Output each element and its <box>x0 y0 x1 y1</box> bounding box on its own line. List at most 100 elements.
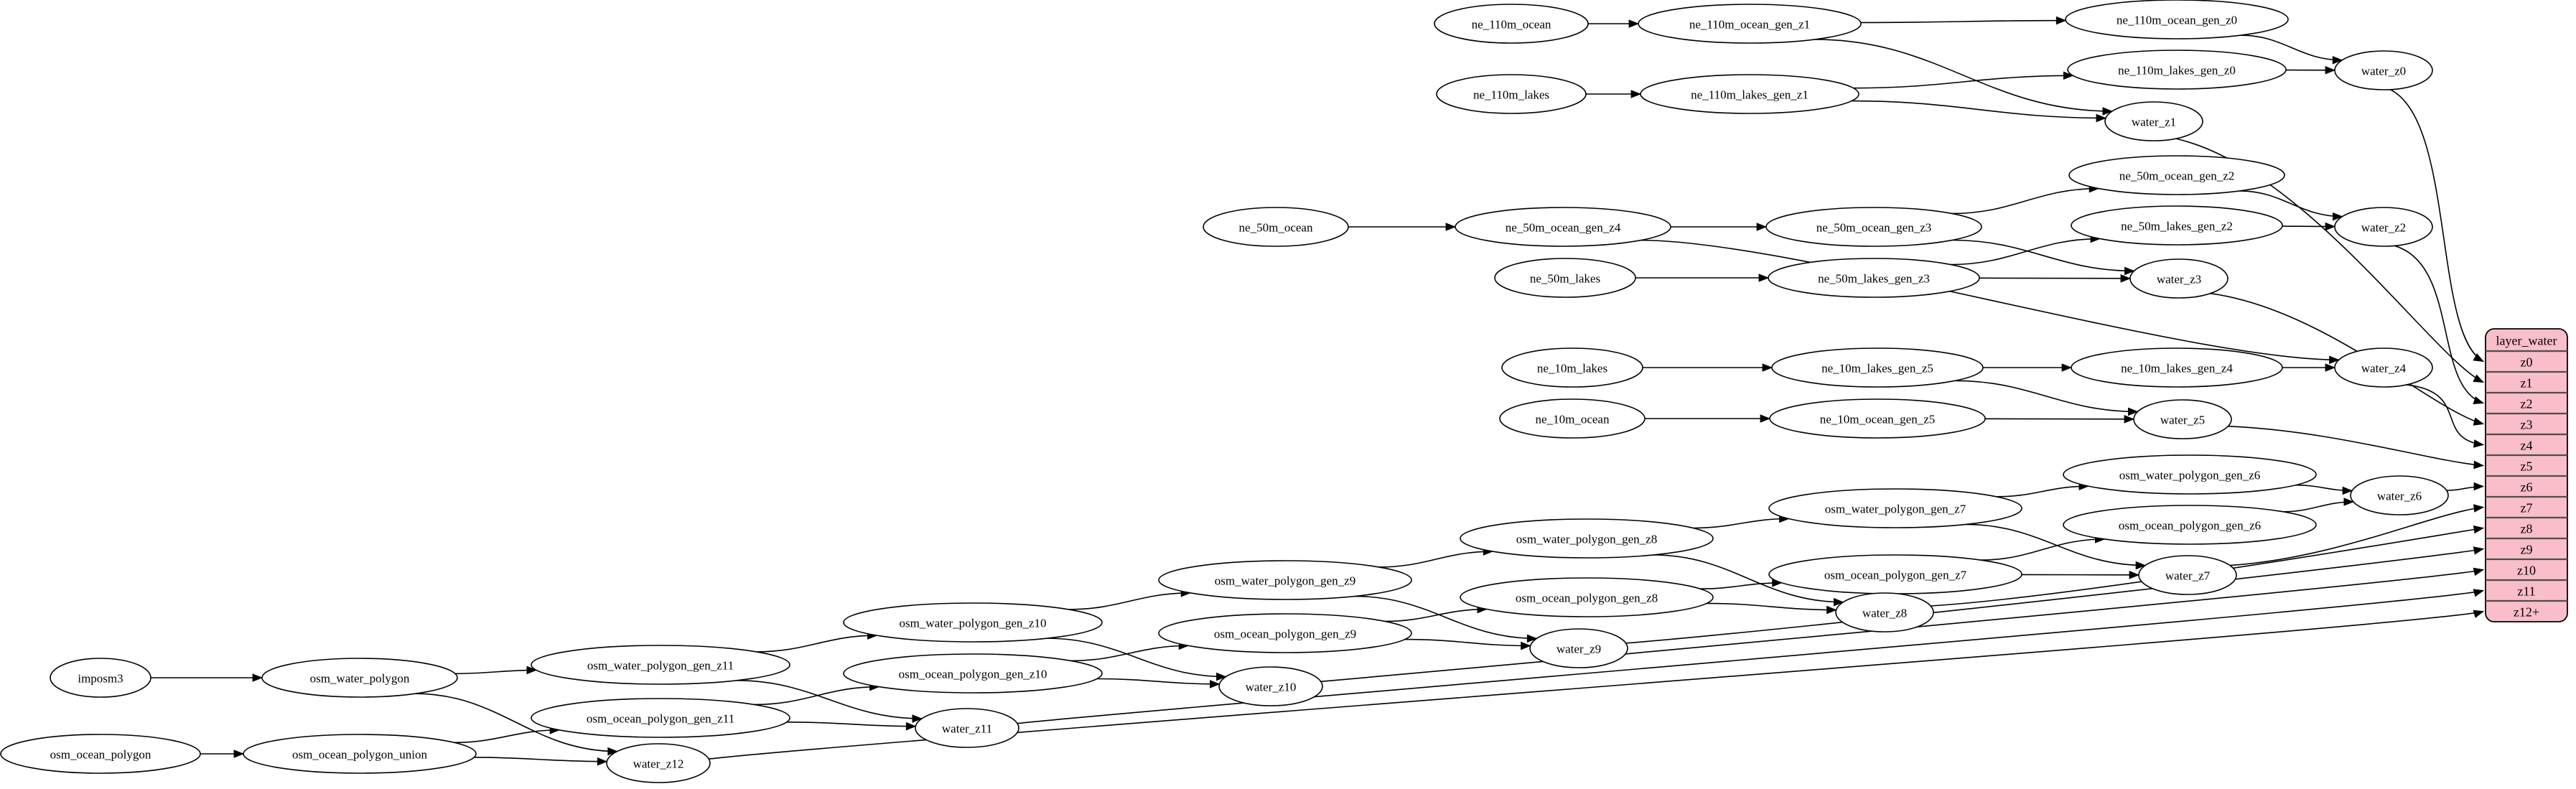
edge-ne_50m_ocean_gen_z4-to-water_z4 <box>1641 239 2339 361</box>
node-shape <box>2071 205 2283 246</box>
node-ne_10m_ocean_gen_z5[interactable]: ne_10m_ocean_gen_z5 <box>1769 398 1986 439</box>
node-shape <box>2071 347 2283 388</box>
node-osm_water_polygon_gen_z8[interactable]: osm_water_polygon_gen_z8 <box>1460 518 1714 559</box>
node-label: water_z10 <box>1246 681 1297 694</box>
layer-water-row-z9[interactable]: z9 <box>2521 543 2533 557</box>
nodes-layer: ne_110m_ocean ne_110m_ocean_gen_z1 ne_110m… <box>0 0 2449 783</box>
node-ne_110m_ocean_gen_z0[interactable]: ne_110m_ocean_gen_z0 <box>2065 0 2289 39</box>
node-label: osm_water_polygon_gen_z7 <box>1825 503 1966 516</box>
edge-osm_ocean_polygon_gen_z9-to-osm_ocean_polygon_gen_z8 <box>1385 608 1487 622</box>
node-osm_ocean_polygon_gen_z11[interactable]: osm_ocean_polygon_gen_z11 <box>531 698 790 738</box>
edge-water_z12-to-layer_water.z12plus <box>709 610 2484 760</box>
edge-osm_water_polygon_gen_z9-to-osm_water_polygon_gen_z8 <box>1378 551 1493 568</box>
layer-water-row-z10[interactable]: z10 <box>2517 564 2536 578</box>
layer-water-row-z1[interactable]: z1 <box>2521 376 2533 391</box>
node-ne_50m_lakes_gen_z3[interactable]: ne_50m_lakes_gen_z3 <box>1768 258 1980 298</box>
edge-ne_110m_ocean_gen_z0-to-water_z0 <box>2241 34 2343 61</box>
node-water_z11[interactable]: water_z11 <box>915 708 1019 748</box>
node-ne_10m_lakes_gen_z5[interactable]: ne_10m_lakes_gen_z5 <box>1771 347 1984 388</box>
edge-arrowhead <box>2128 407 2139 416</box>
node-water_z8[interactable]: water_z8 <box>1835 592 1934 632</box>
node-water_z7[interactable]: water_z7 <box>2138 555 2237 595</box>
node-osm_ocean_polygon_gen_z6[interactable]: osm_ocean_polygon_gen_z6 <box>2063 505 2317 545</box>
edge-arrowhead <box>2061 363 2073 372</box>
node-ne_50m_ocean[interactable]: ne_50m_ocean <box>1203 207 1349 247</box>
edge-ne_110m_ocean_gen_z1-to-water_z1 <box>1814 39 2112 112</box>
edge-arrowhead <box>2129 571 2140 579</box>
layer-water-row-z11[interactable]: z11 <box>2517 584 2535 599</box>
node-osm_ocean_polygon[interactable]: osm_ocean_polygon <box>0 734 201 774</box>
node-water_z4[interactable]: water_z4 <box>2334 347 2433 388</box>
node-osm_water_polygon_gen_z10[interactable]: osm_water_polygon_gen_z10 <box>843 602 1103 643</box>
node-osm_water_polygon_gen_z9[interactable]: osm_water_polygon_gen_z9 <box>1158 560 1412 600</box>
node-osm_water_polygon_gen_z6[interactable]: osm_water_polygon_gen_z6 <box>2063 454 2317 495</box>
node-label: ne_50m_lakes_gen_z3 <box>1818 272 1930 286</box>
node-water_z9[interactable]: water_z9 <box>1529 628 1628 668</box>
node-shape <box>1835 592 1934 632</box>
node-ne_50m_ocean_gen_z2[interactable]: ne_50m_ocean_gen_z2 <box>2068 155 2285 195</box>
node-water_z5[interactable]: water_z5 <box>2133 399 2232 439</box>
node-label: ne_50m_ocean_gen_z3 <box>1816 221 1932 235</box>
node-shape <box>2104 101 2203 141</box>
node-shape <box>2067 50 2287 90</box>
node-ne_110m_ocean[interactable]: ne_110m_ocean <box>1434 4 1589 44</box>
edge-arrowhead <box>2473 525 2485 534</box>
node-shape <box>1499 398 1646 439</box>
node-label: water_z8 <box>1862 607 1907 620</box>
node-ne_50m_lakes_gen_z2[interactable]: ne_50m_lakes_gen_z2 <box>2071 205 2283 246</box>
node-osm_ocean_polygon_gen_z10[interactable]: osm_ocean_polygon_gen_z10 <box>843 653 1103 694</box>
edge-arrowhead <box>2473 546 2485 555</box>
node-label: water_z0 <box>2361 65 2406 78</box>
edge-osm_ocean_polygon_union-to-osm_ocean_polygon_gen_z11 <box>454 729 560 744</box>
node-osm_ocean_polygon_gen_z7[interactable]: osm_ocean_polygon_gen_z7 <box>1768 554 2022 594</box>
node-label: ne_50m_lakes_gen_z2 <box>2121 220 2233 233</box>
node-ne_110m_lakes_gen_z1[interactable]: ne_110m_lakes_gen_z1 <box>1640 74 1859 114</box>
node-ne_50m_ocean_gen_z3[interactable]: ne_50m_ocean_gen_z3 <box>1765 207 1982 247</box>
edge-osm_water_polygon_gen_z7-to-osm_water_polygon_gen_z6 <box>1996 485 2089 498</box>
edge-arrowhead <box>1526 634 1538 643</box>
layer-water-row-z5[interactable]: z5 <box>2521 459 2533 474</box>
edge-arrowhead <box>1630 90 1642 98</box>
node-water_z1[interactable]: water_z1 <box>2104 101 2203 141</box>
node-ne_10m_lakes_gen_z4[interactable]: ne_10m_lakes_gen_z4 <box>2071 347 2283 388</box>
node-shape <box>2065 0 2289 39</box>
node-imposm3[interactable]: imposm3 <box>50 658 151 698</box>
node-label: water_z6 <box>2377 490 2422 503</box>
node-ne_50m_ocean_gen_z4[interactable]: ne_50m_ocean_gen_z4 <box>1455 207 1671 247</box>
edge-osm_water_polygon-to-osm_water_polygon_gen_z11 <box>454 669 536 675</box>
node-water_z10[interactable]: water_z10 <box>1218 666 1323 706</box>
node-water_z0[interactable]: water_z0 <box>2334 50 2433 90</box>
node-water_z2[interactable]: water_z2 <box>2334 207 2433 247</box>
layer-water-row-z12plus[interactable]: z12+ <box>2514 605 2539 620</box>
node-water_z3[interactable]: water_z3 <box>2129 258 2229 299</box>
edge-arrowhead <box>1628 19 1640 28</box>
node-label: ne_10m_lakes_gen_z4 <box>2121 362 2233 375</box>
node-shape <box>0 734 201 774</box>
node-osm_water_polygon[interactable]: osm_water_polygon <box>261 658 458 698</box>
node-ne_110m_ocean_gen_z1[interactable]: ne_110m_ocean_gen_z1 <box>1638 4 1862 44</box>
node-ne_10m_ocean[interactable]: ne_10m_ocean <box>1499 398 1646 439</box>
node-shape <box>1640 74 1859 114</box>
node-osm_water_polygon_gen_z11[interactable]: osm_water_polygon_gen_z11 <box>531 645 790 685</box>
edge-arrowhead <box>1445 223 1457 231</box>
edge-arrowhead <box>526 666 538 675</box>
node-ne_10m_lakes[interactable]: ne_10m_lakes <box>1501 347 1643 388</box>
edge-arrowhead <box>2473 610 2485 618</box>
node-ne_110m_lakes_gen_z0[interactable]: ne_110m_lakes_gen_z0 <box>2067 50 2287 90</box>
layer-water-row-z0[interactable]: z0 <box>2521 355 2533 370</box>
node-ne_110m_lakes[interactable]: ne_110m_lakes <box>1436 74 1587 114</box>
layer-water-row-z3[interactable]: z3 <box>2521 418 2533 432</box>
node-osm_ocean_polygon_gen_z9[interactable]: osm_ocean_polygon_gen_z9 <box>1158 613 1412 653</box>
node-water_z12[interactable]: water_z12 <box>606 743 711 783</box>
node-osm_ocean_polygon_gen_z8[interactable]: osm_ocean_polygon_gen_z8 <box>1460 577 1714 617</box>
edge-arrowhead <box>1762 363 1773 372</box>
node-ne_50m_lakes[interactable]: ne_50m_lakes <box>1494 258 1636 298</box>
layer-water-row-z4[interactable]: z4 <box>2521 439 2533 453</box>
layer-water-row-z6[interactable]: z6 <box>2521 480 2533 495</box>
layer-water-row-z8[interactable]: z8 <box>2521 522 2533 536</box>
node-water_z6[interactable]: water_z6 <box>2350 475 2449 515</box>
layer-water-row-z2[interactable]: z2 <box>2521 397 2533 411</box>
layer-water-row-z7[interactable]: z7 <box>2521 501 2533 515</box>
node-osm_ocean_polygon_union[interactable]: osm_ocean_polygon_union <box>243 734 477 774</box>
node-osm_water_polygon_gen_z7[interactable]: osm_water_polygon_gen_z7 <box>1768 488 2022 528</box>
